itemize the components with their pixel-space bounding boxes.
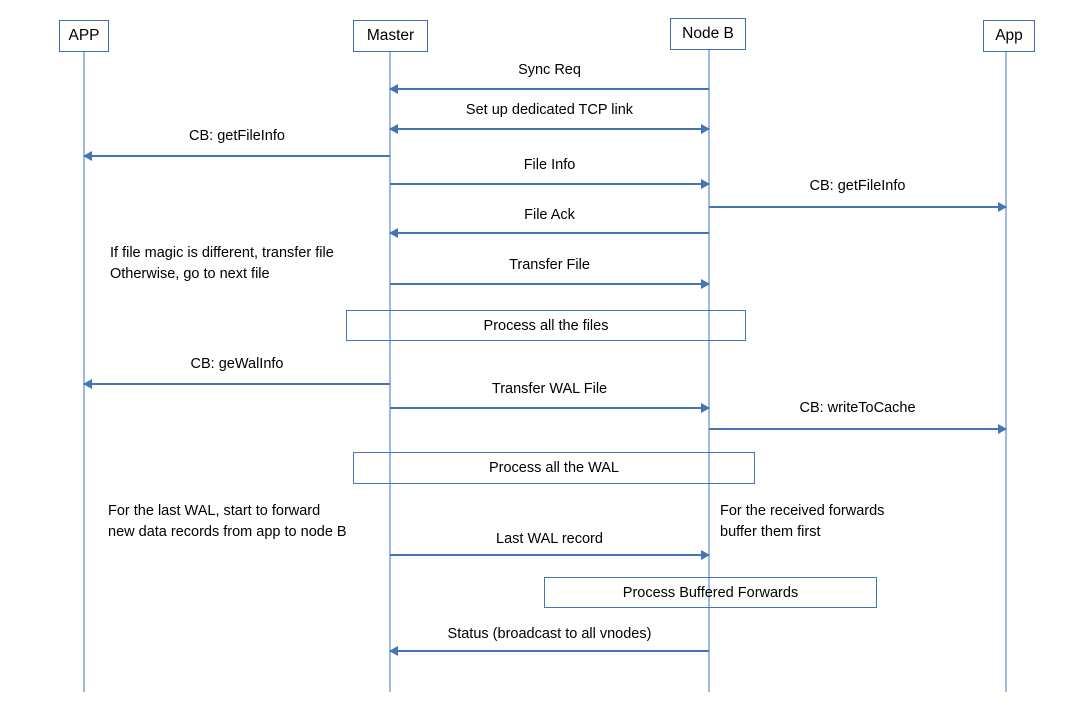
- process-box-process-buffered[interactable]: Process Buffered Forwards: [544, 577, 877, 608]
- arrow-shaft: [390, 183, 709, 185]
- process-box-process-wal[interactable]: Process all the WAL: [353, 452, 755, 484]
- participant-app_right[interactable]: App: [983, 20, 1035, 52]
- lifeline-node_b: [708, 50, 710, 692]
- arrowhead-left-icon: [389, 227, 398, 238]
- message-label-file-ack: File Ack: [524, 207, 575, 223]
- process-box-label: Process all the files: [483, 317, 609, 334]
- arrowhead-left-icon: [83, 150, 92, 161]
- message-label-transfer-wal: Transfer WAL File: [491, 381, 608, 397]
- process-box-process-files[interactable]: Process all the files: [346, 310, 746, 341]
- participant-label: App: [995, 27, 1023, 45]
- message-label-status: Status (broadcast to all vnodes): [447, 626, 652, 642]
- participant-label: APP: [68, 27, 100, 45]
- arrowhead-left-icon: [389, 83, 398, 94]
- note-note-file-magic: If file magic is different, transfer fil…: [110, 245, 334, 283]
- message-label-transfer-file: Transfer File: [509, 257, 590, 273]
- arrow-shaft: [390, 128, 709, 130]
- arrow-shaft: [390, 554, 709, 556]
- message-label-tcp-link: Set up dedicated TCP link: [465, 102, 634, 118]
- participant-node_b[interactable]: Node B: [670, 18, 746, 50]
- lifeline-master: [389, 52, 391, 692]
- arrow-shaft: [709, 206, 1006, 208]
- arrow-shaft: [390, 283, 709, 285]
- arrowhead-left-icon: [389, 123, 398, 134]
- message-label-cb-getfileinfo-l: CB: getFileInfo: [189, 128, 285, 144]
- arrowhead-right-icon: [701, 402, 710, 413]
- arrowhead-left-icon: [389, 645, 398, 656]
- participant-master[interactable]: Master: [353, 20, 428, 52]
- arrowhead-left-icon: [83, 378, 92, 389]
- arrowhead-right-icon: [998, 201, 1007, 212]
- participant-label: Master: [366, 27, 415, 45]
- lifeline-app_right: [1005, 52, 1007, 692]
- lifeline-app_left: [83, 52, 85, 692]
- message-label-cb-getfileinfo-r: CB: getFileInfo: [809, 178, 906, 194]
- arrow-shaft: [84, 383, 390, 385]
- arrow-shaft: [84, 155, 390, 157]
- message-label-cb-gewalinfo: CB: geWalInfo: [190, 356, 284, 372]
- arrowhead-right-icon: [701, 123, 710, 134]
- message-label-last-wal-record: Last WAL record: [496, 531, 603, 547]
- arrowhead-right-icon: [701, 278, 710, 289]
- participant-app_left[interactable]: APP: [59, 20, 109, 52]
- note-note-buffer-first: For the received forwards buffer them fi…: [720, 503, 885, 541]
- participant-label: Node B: [682, 25, 734, 43]
- arrowhead-right-icon: [998, 423, 1007, 434]
- arrow-shaft: [390, 407, 709, 409]
- arrow-shaft: [390, 88, 709, 90]
- arrow-shaft: [709, 428, 1006, 430]
- message-label-sync-req: Sync Req: [518, 62, 581, 78]
- arrowhead-right-icon: [701, 549, 710, 560]
- arrow-shaft: [390, 650, 709, 652]
- process-box-label: Process all the WAL: [488, 460, 619, 476]
- process-box-label: Process Buffered Forwards: [622, 584, 799, 601]
- arrow-shaft: [390, 232, 709, 234]
- arrowhead-right-icon: [701, 178, 710, 189]
- note-note-last-wal: For the last WAL, start to forward new d…: [108, 503, 347, 541]
- message-label-cb-writetocache: CB: writeToCache: [799, 400, 916, 416]
- message-label-file-info: File Info: [523, 157, 576, 173]
